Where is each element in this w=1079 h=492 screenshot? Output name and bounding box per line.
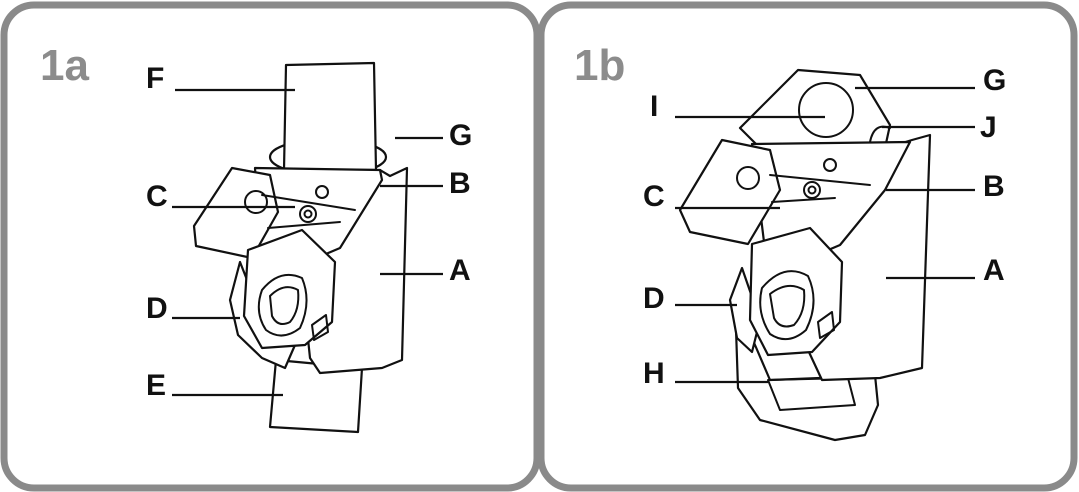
window-outer: [257, 274, 308, 337]
lever-c: [678, 138, 782, 246]
panel-1a-label: 1a: [40, 41, 89, 90]
rivet-b2: [299, 205, 317, 223]
pivot-c: [244, 190, 268, 214]
callout-a: A: [449, 254, 471, 287]
panel-1b-label: 1b: [574, 41, 625, 90]
plate-edge: [261, 194, 356, 229]
window-inner: [269, 286, 300, 325]
callout-j: J: [980, 111, 997, 144]
callout-g: G: [449, 119, 472, 152]
rivet-b2-inner: [807, 185, 817, 195]
gate-window-i: [798, 82, 854, 138]
callout-i: I: [650, 90, 658, 123]
callout-h: H: [643, 357, 665, 390]
callout-a: A: [983, 254, 1005, 287]
callout-g: G: [983, 64, 1006, 97]
slot-detail: [311, 314, 329, 341]
callout-f: F: [146, 62, 164, 95]
callout-d: D: [643, 282, 665, 315]
slot-detail: [817, 311, 835, 339]
pivot-c: [736, 166, 760, 190]
window-outer: [759, 270, 815, 341]
callout-b: B: [983, 170, 1005, 203]
window-inner: [769, 284, 806, 328]
body-window: [242, 228, 337, 350]
callout-b: B: [449, 167, 471, 200]
rivet-b1: [823, 158, 837, 172]
rivet-b2-inner: [303, 209, 313, 219]
rivet-b1: [315, 185, 329, 199]
callout-d: D: [146, 292, 168, 325]
device-open-illustration: [678, 68, 932, 442]
callout-c: C: [643, 180, 665, 213]
callout-c: C: [146, 180, 168, 213]
panel-1a: 1a: [0, 1, 541, 492]
plate-edge: [769, 174, 871, 203]
strap-f: [282, 61, 378, 172]
rivet-b2: [803, 181, 821, 199]
device-closed-illustration: [192, 61, 409, 434]
callout-e: E: [146, 369, 166, 402]
panel-1b: 1b: [537, 1, 1078, 492]
